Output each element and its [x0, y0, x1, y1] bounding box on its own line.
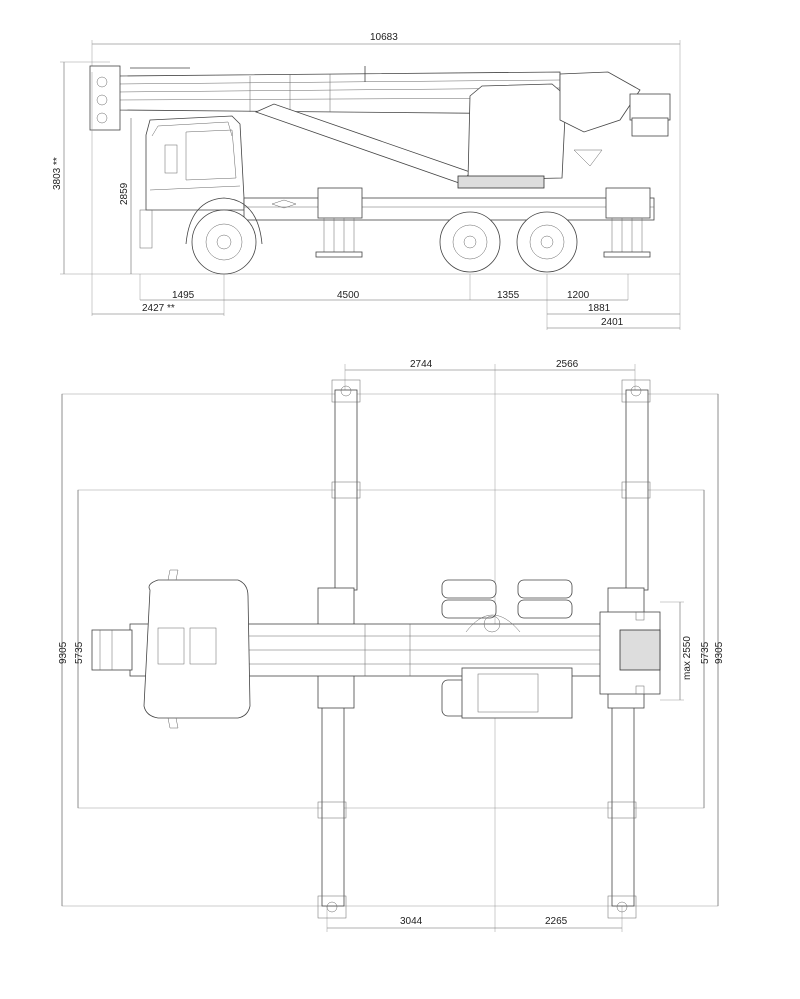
dim-full-spread-left: 9305 — [58, 641, 69, 664]
slewing-ring-top — [465, 614, 521, 633]
cab-body — [145, 115, 245, 211]
crane-boom — [89, 65, 561, 131]
chassis-mark — [271, 199, 297, 209]
dim-max-width: max 2550 — [682, 636, 693, 680]
luffing-cylinder — [254, 103, 471, 185]
cab-top — [143, 579, 251, 719]
front-outrigger-side — [315, 187, 363, 258]
operator-cabin — [467, 83, 567, 181]
counterweight — [629, 93, 671, 121]
dim-rear-to-outrigger: 1200 — [567, 290, 590, 301]
cab-door — [185, 129, 237, 181]
boom-head — [89, 65, 121, 131]
dim-front-outrigger: 2427 ** — [142, 303, 175, 314]
top-view: 2744 2566 3044 2265 9305 5735 max 2550 5… — [58, 359, 725, 932]
rear-wheel-2 — [516, 211, 578, 273]
dim-axle-spacing: 1355 — [497, 290, 520, 301]
truck-cab — [139, 115, 245, 249]
dim-rear-overhang-b: 2401 — [601, 317, 624, 328]
cab-line — [149, 185, 241, 191]
wheel-top — [517, 579, 573, 599]
chassis-frame — [243, 197, 655, 221]
front-bumper — [139, 209, 153, 249]
wheel-top — [441, 599, 497, 619]
dim-front-outrigger-offset: 2744 — [410, 359, 433, 370]
dim-rear-outrigger-base: 2265 — [545, 916, 568, 927]
dim-chassis-height: 2859 — [119, 182, 130, 205]
dim-overall-length: 10683 — [370, 32, 398, 43]
dim-full-spread-right: 9305 — [714, 641, 725, 664]
side-view: 10683 3803 ** 2859 — [52, 32, 681, 330]
slewing-ring — [457, 175, 545, 189]
dim-front-outrigger-base: 3044 — [400, 916, 423, 927]
cab-roof-line — [151, 121, 233, 137]
counterweight-arm — [559, 71, 641, 133]
dim-overall-height: 3803 ** — [52, 157, 63, 190]
wheel-top — [441, 579, 497, 599]
dim-wheelbase: 4500 — [337, 290, 360, 301]
dim-mid-spread-right: 5735 — [700, 641, 711, 664]
dim-rear-overhang-a: 1881 — [588, 303, 611, 314]
wheel-top — [517, 599, 573, 619]
dim-front-overhang: 1495 — [172, 290, 195, 301]
operator-cabin-top — [461, 667, 573, 719]
dim-rear-outrigger-offset: 2566 — [556, 359, 579, 370]
cab-window — [164, 144, 178, 174]
superstructure — [457, 71, 671, 189]
rear-wheel-1 — [439, 211, 501, 273]
rear-outrigger-side — [603, 187, 651, 258]
dim-mid-spread-left: 5735 — [74, 641, 85, 664]
